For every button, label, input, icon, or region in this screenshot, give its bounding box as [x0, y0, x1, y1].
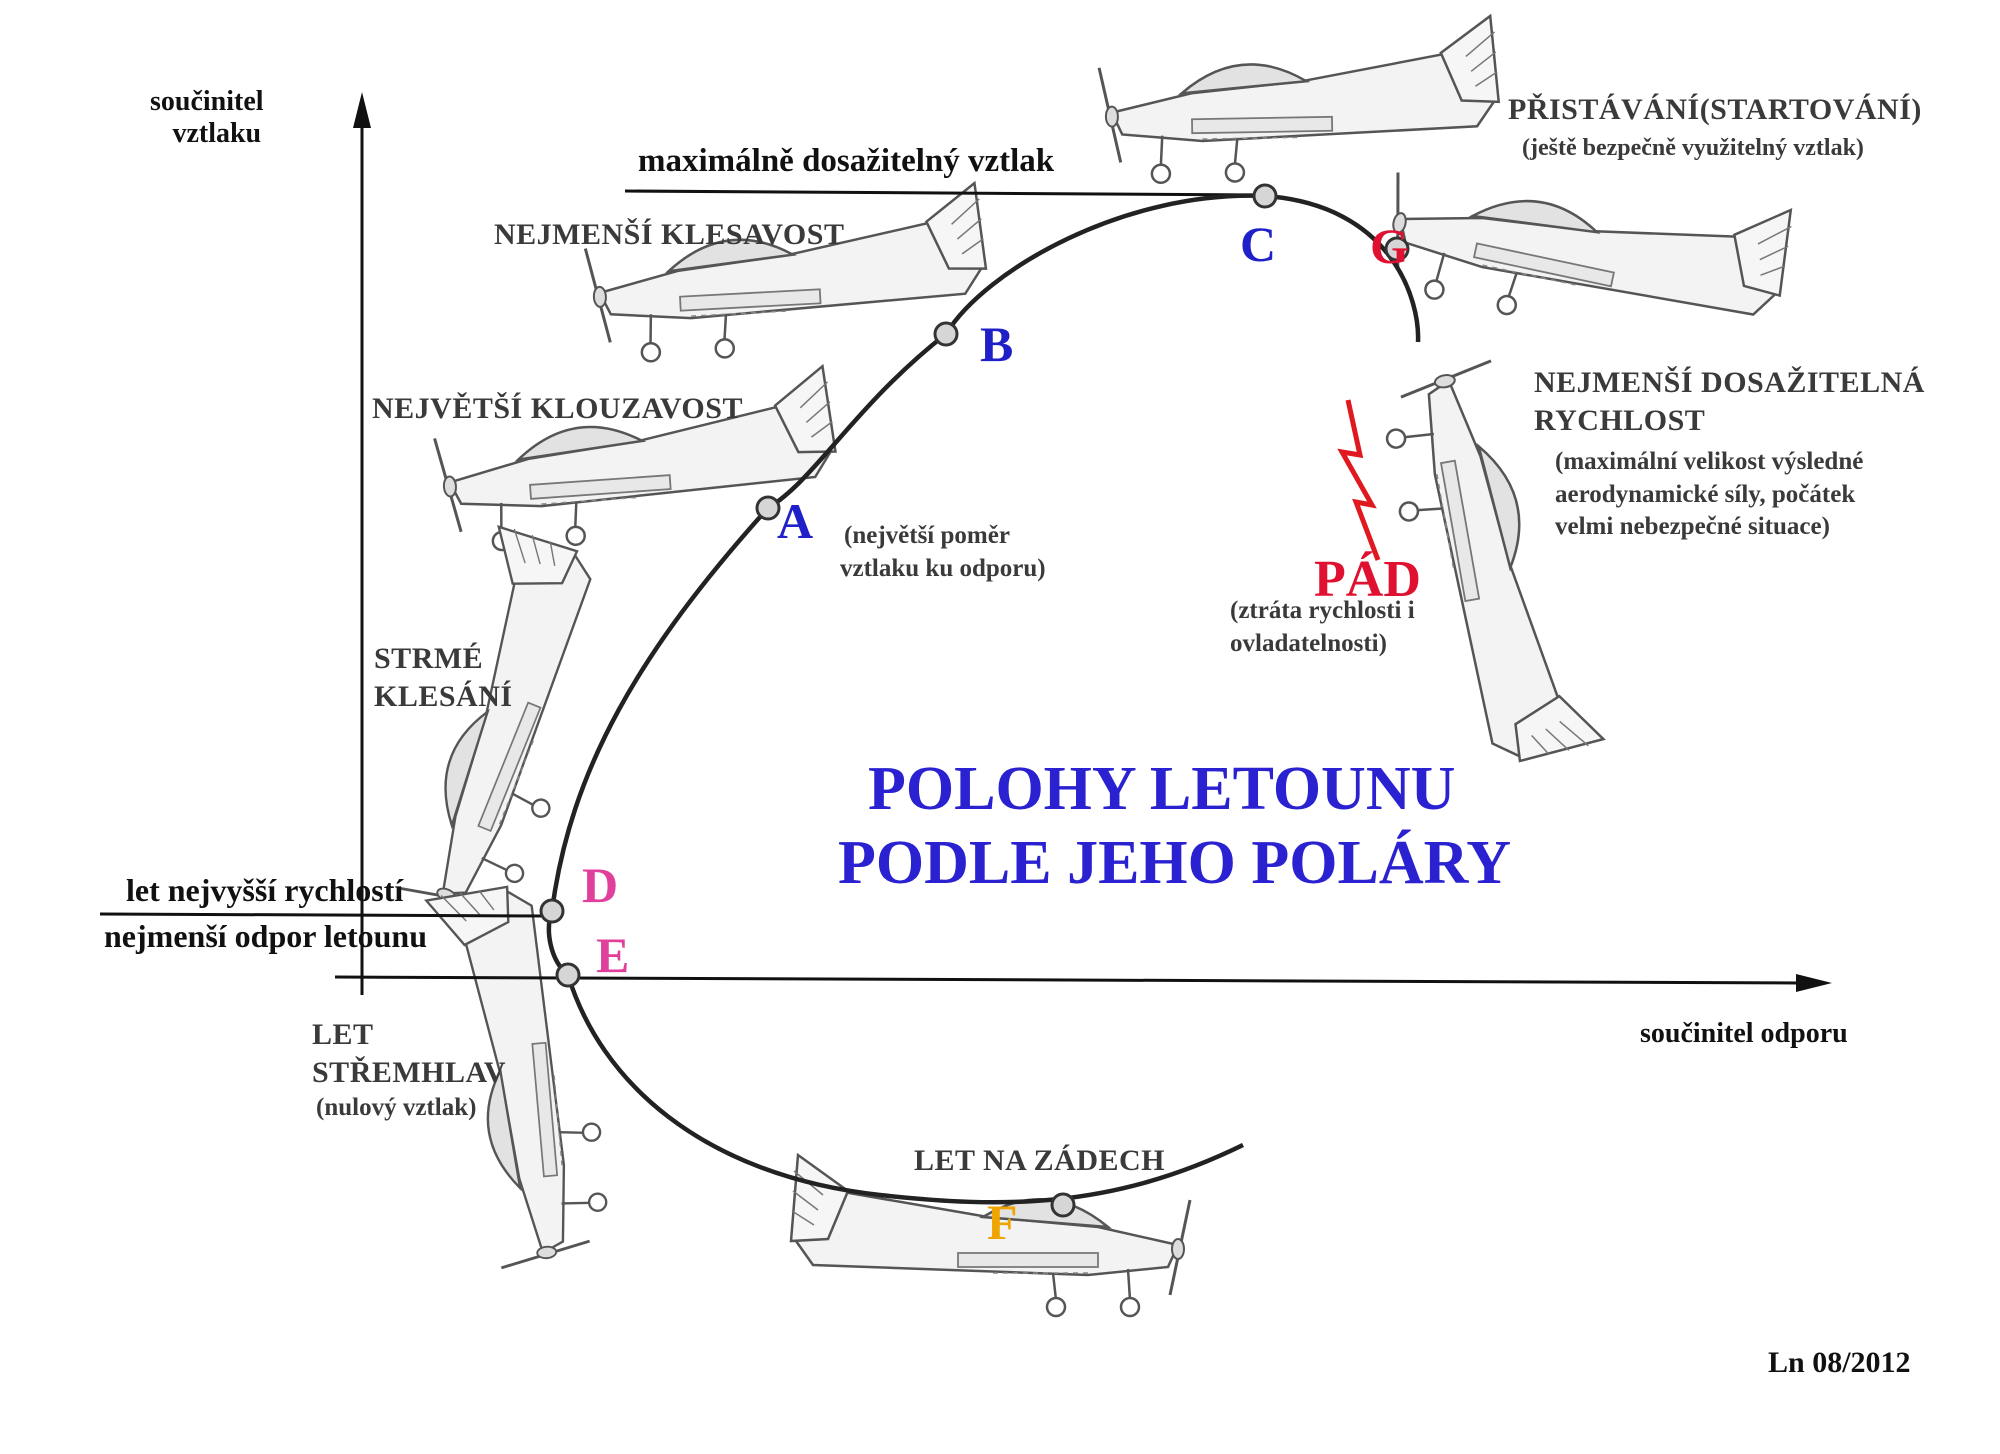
best-glide-note-line1: (největší poměr: [844, 522, 1010, 549]
best-glide-note: (největší poměr vztlaku ku odporu): [840, 520, 1046, 585]
best-glide-note-line2: vztlaku ku odporu): [840, 554, 1046, 582]
steep-descent-label: STRMÉ KLESÁNÍ: [374, 640, 513, 715]
inverted-flight-label: LET NA ZÁDECH: [914, 1144, 1166, 1177]
min-speed-note: (maximální velikost výsledné aerodynamic…: [1555, 446, 1863, 544]
min-sink-label: NEJMENŠÍ KLESAVOST: [494, 218, 845, 251]
steep-descent-label-line2: KLESÁNÍ: [374, 679, 513, 713]
max-speed-label: let nejvyšší rychlostí: [126, 872, 404, 908]
dive-label: LET STŘEMHLAV: [312, 1016, 506, 1091]
landing-label: PŘISTÁVÁNÍ(STARTOVÁNÍ): [1508, 93, 1922, 126]
point-a-label: A: [777, 493, 814, 549]
min-speed-note-line1: (maximální velikost výsledné: [1555, 448, 1864, 475]
min-speed-label: NEJMENŠÍ DOSAŽITELNÁ RYCHLOST: [1534, 364, 1925, 439]
x-axis-arrowhead: [1796, 974, 1832, 992]
stall-label: PÁD: [1314, 551, 1421, 608]
point-b-marker: [933, 321, 959, 347]
point-c-marker: [1252, 183, 1278, 209]
max-speed-line: [99, 912, 551, 918]
point-g-marker: [1384, 236, 1410, 262]
steep-descent-label-line1: STRMÉ: [374, 642, 484, 675]
signature: Ln 08/2012: [1768, 1346, 1911, 1379]
dive-label-line2: STŘEMHLAV: [312, 1055, 506, 1089]
x-axis-label: součinitel odporu: [1640, 1018, 1848, 1049]
min-speed-note-line3: velmi nebezpečné situace): [1555, 513, 1830, 540]
y-axis-label-line2: vztlaku: [172, 118, 262, 150]
min-speed-note-line2: aerodynamické síly, počátek: [1555, 480, 1856, 508]
point-f-marker: [1050, 1192, 1076, 1218]
point-c-label: C: [1240, 216, 1277, 272]
point-f-label: F: [987, 1194, 1018, 1250]
diagram-title-line1: POLOHY LETOUNU: [868, 755, 1456, 823]
diagram-title-line2: PODLE JEHO POLÁRY: [838, 829, 1511, 898]
stall-note-line2: ovladatelnosti): [1230, 629, 1387, 657]
best-glide-label: NEJVĚTŠÍ KLOUZAVOST: [372, 392, 743, 425]
point-e-marker: [555, 962, 581, 988]
point-e-label: E: [596, 927, 630, 983]
dive-label-line1: LET: [312, 1018, 374, 1051]
min-speed-label-line1: NEJMENŠÍ DOSAŽITELNÁ: [1534, 366, 1925, 399]
y-axis-arrowhead: [353, 92, 371, 128]
point-g-label: G: [1370, 218, 1409, 274]
stall-note: (ztráta rychlosti i ovladatelnosti): [1230, 595, 1415, 660]
point-d-marker: [539, 898, 565, 924]
lightning-icon: [1337, 399, 1381, 561]
min-drag-label: nejmenší odpor letounu: [104, 918, 428, 954]
point-b-label: B: [980, 316, 1014, 372]
aircraft-landing: [1096, 14, 1502, 186]
min-speed-label-line2: RYCHLOST: [1534, 403, 1706, 437]
max-lift-label: maximálně dosažitelný vztlak: [638, 143, 1055, 179]
diagram-title: POLOHY LETOUNU PODLE JEHO POLÁRY: [838, 752, 1511, 901]
point-a-marker: [755, 495, 781, 521]
stall-note-line1: (ztráta rychlosti i: [1230, 597, 1415, 624]
aircraft-min-speed: [1372, 127, 1800, 371]
aircraft-min-sink: [581, 181, 992, 366]
x-axis: [334, 975, 1801, 985]
y-axis-label: součinitel vztlaku: [150, 86, 264, 150]
max-lift-line: [624, 189, 1266, 197]
point-d-label: D: [582, 857, 619, 913]
polar-curve: [546, 193, 1421, 1205]
dive-note: (nulový vztlak): [316, 1094, 477, 1121]
landing-note: (ještě bezpečně využitelný vztlak): [1522, 135, 1864, 161]
y-axis-label-line1: součinitel: [150, 86, 264, 117]
